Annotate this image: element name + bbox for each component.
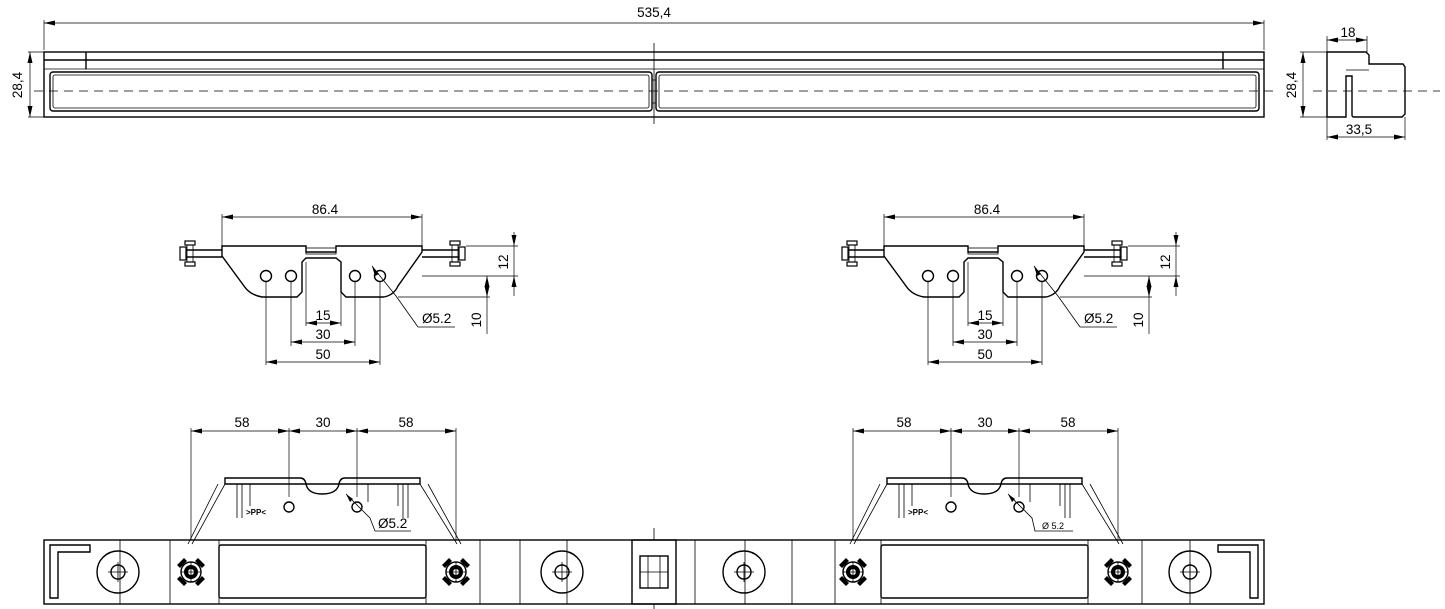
bracket-right-span-label: 86.4 xyxy=(974,202,1001,217)
mount-left-hole-label: Ø5.2 xyxy=(378,516,407,531)
mount-right-marking: >PP< xyxy=(908,508,928,517)
mount-right-right-offset-label: 58 xyxy=(1060,415,1075,430)
mount-left-right-offset-label: 58 xyxy=(398,415,413,430)
front-view xyxy=(34,43,1276,124)
bracket-left-hole-label: Ø5.2 xyxy=(422,311,451,326)
bracket-right: Ø5.2 86.4 12 10 15 30 50 xyxy=(841,202,1180,365)
side-height-label: 28,4 xyxy=(1284,71,1299,98)
overall-length-dimension: 535,4 xyxy=(43,5,1265,50)
mount-right-left-offset-label: 58 xyxy=(896,415,911,430)
bracket-right-spacing-15-label: 15 xyxy=(977,308,992,323)
side-step-dimension: 18 xyxy=(1326,25,1368,52)
bracket-right-bottom-height-label: 10 xyxy=(1131,312,1146,327)
bracket-left-spacing-50-label: 50 xyxy=(315,347,330,362)
side-depth-label: 33,5 xyxy=(1346,122,1372,137)
mount-right-center-spacing-label: 30 xyxy=(977,415,992,430)
front-height-dimension: 28,4 xyxy=(10,51,44,118)
bracket-left-spacing-15-label: 15 xyxy=(315,308,330,323)
bracket-left-spacing-30-label: 30 xyxy=(315,327,330,342)
bracket-right-spacing-30-label: 30 xyxy=(977,327,992,342)
mount-left-center-spacing-label: 30 xyxy=(315,415,330,430)
bracket-right-hole-label: Ø5.2 xyxy=(1084,311,1113,326)
side-step-label: 18 xyxy=(1340,25,1355,40)
bracket-right-top-height-label: 12 xyxy=(1158,254,1173,269)
bracket-right-spacing-50-label: 50 xyxy=(977,347,992,362)
front-height-label: 28,4 xyxy=(10,71,25,98)
bracket-left-bottom-height-label: 10 xyxy=(469,312,484,327)
side-depth-dimension: 33,5 xyxy=(1326,117,1406,140)
bottom-profile-view xyxy=(43,528,1265,609)
bracket-left-top-height-label: 12 xyxy=(496,254,511,269)
mount-right-hole-label: Ø 5.2 xyxy=(1042,521,1064,531)
overall-length-label: 535,4 xyxy=(637,5,671,20)
mount-left-marking: >PP< xyxy=(246,508,266,517)
bracket-left: Ø5.2 86.4 12 10 15 30 50 xyxy=(179,202,518,365)
mount-right: >PP< Ø 5.2 58 30 58 xyxy=(849,415,1124,545)
mount-left: >PP< Ø5.2 58 30 58 xyxy=(187,415,462,545)
side-view xyxy=(1313,51,1440,118)
side-height-dimension: 28,4 xyxy=(1284,51,1327,118)
mount-left-left-offset-label: 58 xyxy=(234,415,249,430)
bracket-left-span-label: 86.4 xyxy=(312,202,339,217)
